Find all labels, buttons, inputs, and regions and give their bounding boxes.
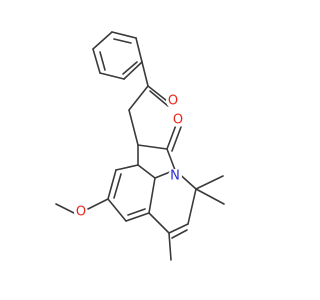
atom-labels: O O N O	[74, 94, 185, 220]
ketone-oxygen-symbol: O	[168, 94, 178, 109]
bond-lines	[55, 31, 225, 261]
molecule-structure-diagram: O O N O	[55, 31, 225, 261]
lactam-oxygen-symbol: O	[173, 113, 183, 128]
nitrogen-label: N	[168, 169, 182, 184]
methoxy-oxygen-symbol: O	[76, 205, 86, 220]
nitrogen-symbol: N	[170, 169, 180, 184]
ketone-oxygen-label: O	[166, 94, 180, 109]
lactam-oxygen-label: O	[171, 113, 185, 128]
methoxy-oxygen-label: O	[74, 205, 88, 220]
